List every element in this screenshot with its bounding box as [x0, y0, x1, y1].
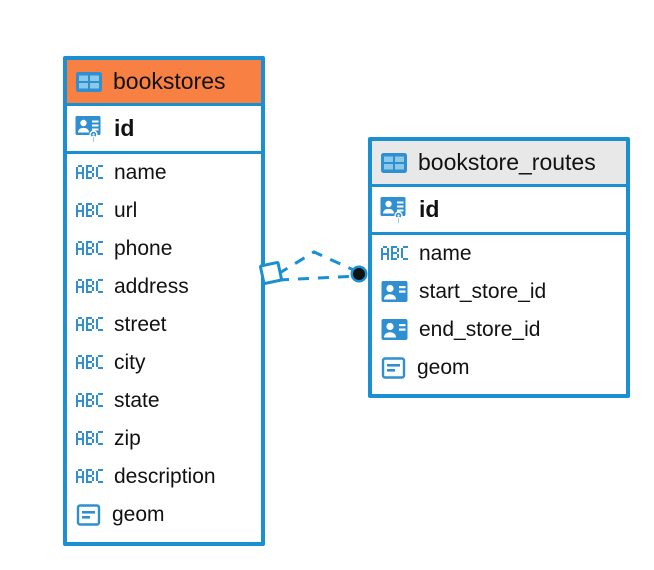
abc-text-icon	[76, 240, 104, 258]
table-icon	[75, 71, 103, 93]
abc-text-icon	[76, 164, 104, 182]
field-name-bookstores-city: city	[114, 351, 146, 374]
field-name-bookstores-zip: zip	[114, 427, 141, 450]
abc-text-icon	[76, 354, 104, 372]
field-name-bookstores-description: description	[114, 465, 216, 488]
field-row-bookstores-name[interactable]: name	[67, 154, 261, 192]
abc-text-icon	[76, 316, 104, 334]
field-row-routes-geom[interactable]: geom	[372, 349, 626, 387]
primary-key-icon	[380, 195, 410, 225]
abc-text-icon	[76, 430, 104, 448]
field-row-routes-end-store-id[interactable]: end_store_id	[372, 311, 626, 349]
table-icon	[380, 152, 408, 174]
abc-text-icon	[76, 392, 104, 410]
field-row-bookstores-url[interactable]: url	[67, 192, 261, 230]
entity-header-bookstore-routes[interactable]: bookstore_routes	[372, 141, 626, 187]
field-row-bookstores-description[interactable]: description	[67, 458, 261, 496]
relationship-connector-bookstores-to-bookstore-routes[interactable]	[252, 236, 382, 316]
geometry-icon	[381, 355, 407, 381]
field-name-bookstores-state: state	[114, 389, 160, 412]
relationship-line-lower	[277, 274, 359, 282]
field-row-bookstores-phone[interactable]: phone	[67, 230, 261, 268]
field-name-bookstores-address: address	[114, 275, 189, 298]
field-name-bookstores-id: id	[114, 115, 135, 141]
abc-text-icon	[381, 245, 409, 263]
field-row-bookstores-street[interactable]: street	[67, 306, 261, 344]
field-row-routes-name[interactable]: name	[372, 235, 626, 273]
field-row-bookstores-city[interactable]: city	[67, 344, 261, 382]
relationship-line-upper	[277, 250, 359, 276]
field-row-routes-start-store-id[interactable]: start_store_id	[372, 273, 626, 311]
field-row-bookstores-zip[interactable]: zip	[67, 420, 261, 458]
field-name-routes-id: id	[419, 196, 440, 222]
foreign-key-icon	[381, 279, 409, 305]
entity-header-bookstores[interactable]: bookstores	[67, 60, 261, 106]
field-row-bookstores-id[interactable]: id	[67, 106, 261, 154]
entity-title-bookstores: bookstores	[113, 68, 226, 94]
field-row-bookstores-state[interactable]: state	[67, 382, 261, 420]
entity-title-bookstore-routes: bookstore_routes	[418, 149, 596, 175]
field-name-bookstores-phone: phone	[114, 237, 173, 260]
primary-key-icon	[75, 114, 105, 144]
field-row-bookstores-address[interactable]: address	[67, 268, 261, 306]
field-name-routes-start-store-id: start_store_id	[419, 280, 547, 303]
entity-bookstores[interactable]: bookstores id	[63, 56, 265, 546]
entity-bookstore-routes[interactable]: bookstore_routes id	[368, 137, 630, 398]
abc-text-icon	[76, 468, 104, 486]
field-name-bookstores-url: url	[114, 199, 138, 222]
field-row-routes-id[interactable]: id	[372, 187, 626, 235]
field-name-bookstores-geom: geom	[112, 503, 165, 526]
field-name-routes-geom: geom	[417, 356, 470, 379]
abc-text-icon	[76, 202, 104, 220]
field-name-routes-name: name	[419, 242, 472, 265]
relationship-target-dot-icon	[350, 265, 368, 283]
abc-text-icon	[76, 278, 104, 296]
field-name-bookstores-name: name	[114, 161, 167, 184]
field-name-bookstores-street: street	[114, 313, 167, 336]
field-row-bookstores-geom[interactable]: geom	[67, 496, 261, 534]
foreign-key-icon	[381, 317, 409, 343]
geometry-icon	[76, 502, 102, 528]
field-name-routes-end-store-id: end_store_id	[419, 318, 541, 341]
